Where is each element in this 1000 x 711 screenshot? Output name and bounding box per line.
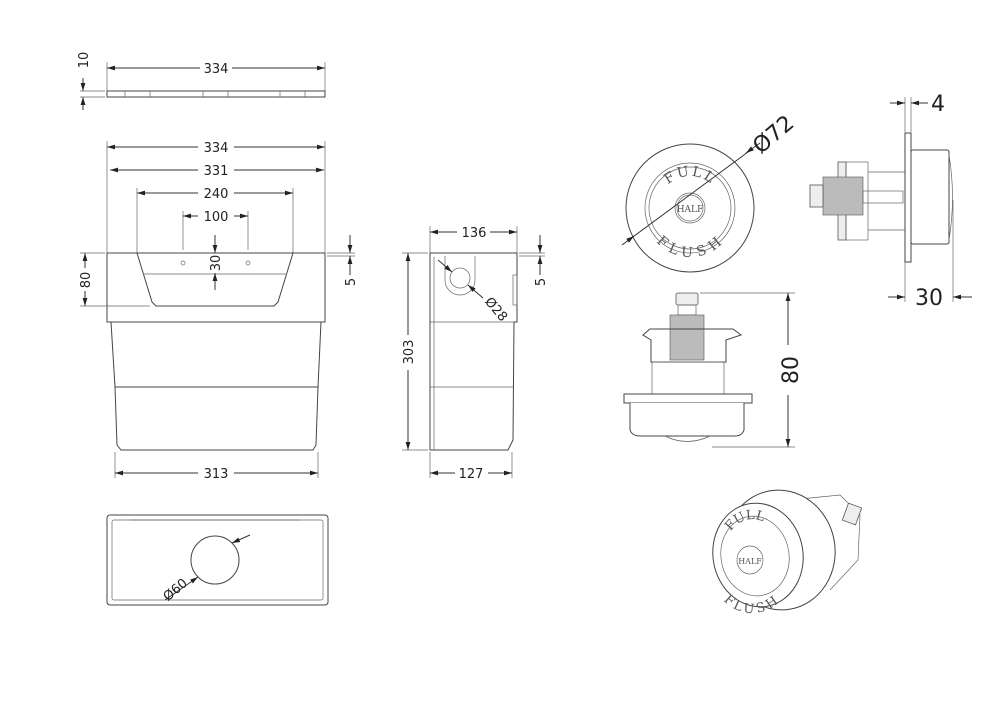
- iso-half-text: HALF: [738, 557, 762, 566]
- height-label: 303: [402, 340, 417, 365]
- inlet-hole: [449, 267, 471, 289]
- base-width-label: 313: [204, 467, 229, 482]
- half-text: HALF: [677, 205, 704, 215]
- lid-thickness-label: 10: [77, 52, 92, 69]
- button-length-label: 80: [779, 356, 804, 384]
- lid-offset-label: 5: [344, 278, 359, 286]
- inner-width-label: 331: [204, 164, 229, 179]
- base-depth-label: 127: [459, 467, 484, 482]
- outlet-hole: [190, 535, 240, 585]
- overall-width-label: 334: [204, 141, 229, 156]
- recess-width-label: 240: [204, 187, 229, 202]
- recess-height-label: 80: [79, 272, 94, 289]
- lid-outline: [106, 90, 326, 98]
- lid-view: 334 10: [77, 52, 326, 110]
- lid-width-label: 334: [204, 62, 229, 77]
- hole-spacing-label: 100: [204, 210, 229, 225]
- flange-thickness-label: 4: [931, 92, 945, 117]
- cistern-side-view: 136 Ø28 303 5 127: [402, 226, 549, 482]
- cistern-bottom-view: Ø60: [106, 514, 329, 606]
- button-side-view: 4 30: [809, 92, 972, 311]
- side-lid-offset-label: 5: [534, 278, 549, 286]
- button-front-view: FULL FLUSH HALF Ø72: [621, 111, 799, 273]
- hole-drop-label: 30: [209, 255, 224, 272]
- button-bottom-view: 80: [623, 292, 804, 448]
- projection-label: 30: [915, 286, 943, 311]
- cistern-front-view: 334 331 240 100 30 80 5 313: [79, 141, 359, 482]
- button-isometric-view: FULL FLUSH HALF: [712, 489, 863, 617]
- button-diameter-label: Ø72: [748, 111, 799, 159]
- depth-label: 136: [462, 226, 487, 241]
